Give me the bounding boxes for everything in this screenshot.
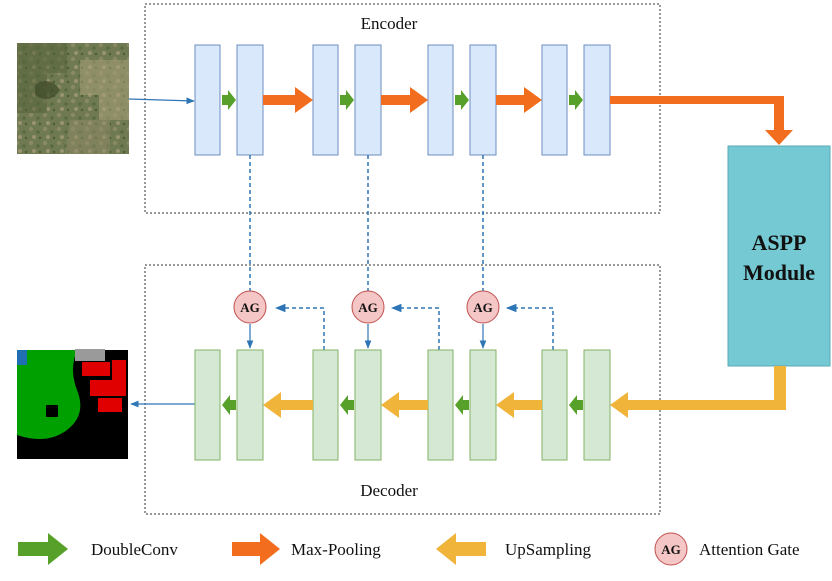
legend-attention-label: Attention Gate [699,540,800,559]
encoder-blocks [194,44,611,156]
encoder-doubleconv-arrows [222,90,583,110]
maxpool-arrow [496,87,542,113]
maxpool-arrows [263,87,542,113]
legend-attention-icon-label: AG [661,542,681,557]
attention-gate: AG [466,290,500,324]
doubleconv-legend-icon [18,533,68,565]
legend-attention: AG Attention Gate [654,532,800,566]
decoder-block [541,349,568,461]
upsampling-legend-icon [436,533,486,565]
ag-outputs [246,324,487,349]
aspp-label-line2: Module [743,260,815,285]
legend-maxpool: Max-Pooling [232,533,381,565]
attention-gate: AG [351,290,385,324]
decoder-doubleconv-arrows [222,395,583,415]
maxpool-legend-icon [232,533,280,565]
encoder-block [194,44,221,156]
aspp-to-decoder-arrow [610,366,786,418]
legend: DoubleConv Max-Pooling UpSampling AG Att… [18,532,800,566]
decoder-block [583,349,611,461]
encoder-to-aspp-arrow [610,96,793,145]
encoder-label: Encoder [361,14,418,33]
decoder-label: Decoder [360,481,418,500]
decoder-block [194,349,221,461]
legend-doubleconv: DoubleConv [18,533,178,565]
encoder-frame [144,3,661,214]
doubleconv-arrow [222,395,236,415]
legend-maxpool-label: Max-Pooling [291,540,381,559]
upsampling-arrow [496,392,542,418]
encoder-block [583,44,611,156]
decoder-block [236,349,264,461]
doubleconv-arrow [569,90,583,110]
encoder-block [312,44,339,156]
decoder-frame [144,264,661,515]
skip-connections [249,155,554,350]
upsampling-arrows [263,392,542,418]
maxpool-arrow [263,87,313,113]
maxpool-arrow [381,87,428,113]
legend-doubleconv-label: DoubleConv [91,540,178,559]
legend-upsampling-label: UpSampling [505,540,591,559]
input-satellite-image [17,43,129,154]
encoder-block [354,44,382,156]
attention-legend-icon [654,532,688,566]
encoder-block [541,44,568,156]
doubleconv-arrow [455,395,469,415]
attention-gate-label: AG [240,300,260,315]
upsampling-arrow [381,392,428,418]
doubleconv-arrow [340,90,354,110]
gating-signal [390,303,440,350]
encoder-block [469,44,497,156]
decoder-block [427,349,454,461]
encoder-block [236,44,264,156]
aspp-module [727,145,831,367]
decoder-block [312,349,339,461]
doubleconv-arrow [455,90,469,110]
aspp-label-line1: ASPP [752,230,807,255]
upsampling-arrow [263,392,313,418]
attention-gate-label: AG [358,300,378,315]
doubleconv-arrow [340,395,354,415]
doubleconv-arrow [222,90,236,110]
encoder-block [427,44,454,156]
legend-upsampling: UpSampling [436,533,591,565]
output-segmentation-mask [17,349,128,459]
doubleconv-arrow [569,395,583,415]
decoder-blocks [194,349,611,461]
gating-signal [505,303,554,350]
decoder-block [354,349,382,461]
input-arrow [128,97,195,105]
decoder-block [469,349,497,461]
gating-signal [274,303,325,350]
attention-gate: AG [233,290,267,324]
attention-gate-label: AG [473,300,493,315]
